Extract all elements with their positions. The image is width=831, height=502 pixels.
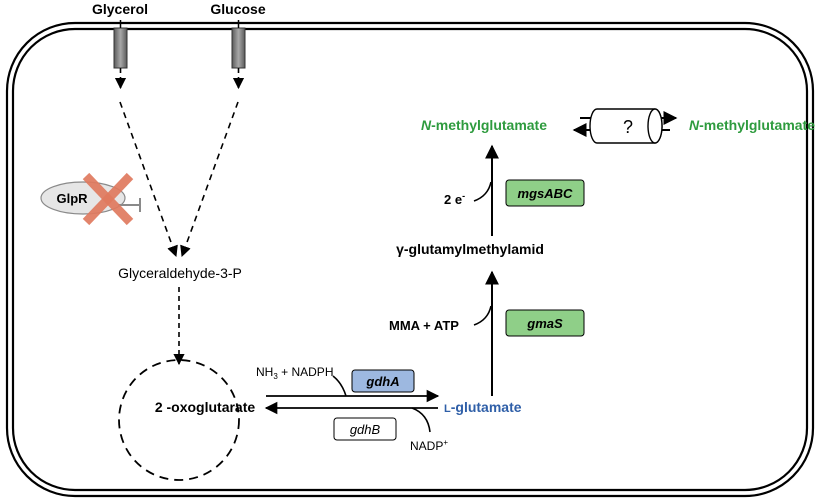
glucose-label: Glucose bbox=[210, 1, 265, 17]
glpr-label: GlpR bbox=[56, 191, 88, 206]
glycerol-channel bbox=[113, 20, 128, 69]
gdhb-enzyme: gdhB bbox=[333, 417, 397, 441]
n-methylglutamate-inside-label: N-methylglutamate bbox=[421, 117, 547, 133]
gamma-glutamylmethylamid-label: γ-glutamylmethylamid bbox=[396, 241, 544, 257]
glyceraldehyde-3p-label: Glyceraldehyde-3-P bbox=[118, 265, 242, 281]
transporter-unknown-label: ? bbox=[623, 117, 633, 137]
gdhb-label: gdhB bbox=[350, 422, 381, 437]
transporter-cylinder: ? bbox=[589, 108, 663, 144]
oxoglutarate-label: 2 -oxoglutarate bbox=[155, 399, 256, 415]
glucose-to-g3p-arrow bbox=[180, 101, 239, 258]
tca-cycle-circle bbox=[118, 359, 240, 481]
glucose-channel bbox=[231, 20, 246, 69]
electrons-curve bbox=[473, 181, 492, 202]
l-glutamate-label: L-glutamate bbox=[444, 399, 522, 415]
nadp-curve bbox=[411, 407, 431, 433]
mgsabc-label: mgsABC bbox=[518, 186, 574, 201]
cell-membrane-outer bbox=[5, 21, 815, 498]
n-methylglutamate-outside-label: N-methylglutamate bbox=[689, 117, 815, 133]
mma-atp-label: MMA + ATP bbox=[389, 318, 459, 333]
glycerol-label: Glycerol bbox=[92, 1, 148, 17]
electrons-label: 2 e- bbox=[444, 191, 465, 207]
nh3-curve bbox=[332, 375, 347, 397]
mma-atp-curve bbox=[473, 305, 492, 326]
gmas-enzyme: gmaS bbox=[505, 309, 585, 337]
deletion-cross-icon bbox=[82, 172, 134, 226]
nadp-label: NADP+ bbox=[410, 438, 448, 453]
mgsabc-enzyme: mgsABC bbox=[505, 179, 585, 207]
nh3-nadph-label: NH3 + NADPH bbox=[256, 365, 333, 381]
gdha-enzyme: gdhA bbox=[351, 369, 415, 393]
cell-membrane-inner bbox=[11, 27, 809, 492]
glycerol-to-g3p-arrow bbox=[119, 101, 178, 258]
gdha-label: gdhA bbox=[365, 374, 399, 389]
gmas-label: gmaS bbox=[526, 316, 563, 331]
